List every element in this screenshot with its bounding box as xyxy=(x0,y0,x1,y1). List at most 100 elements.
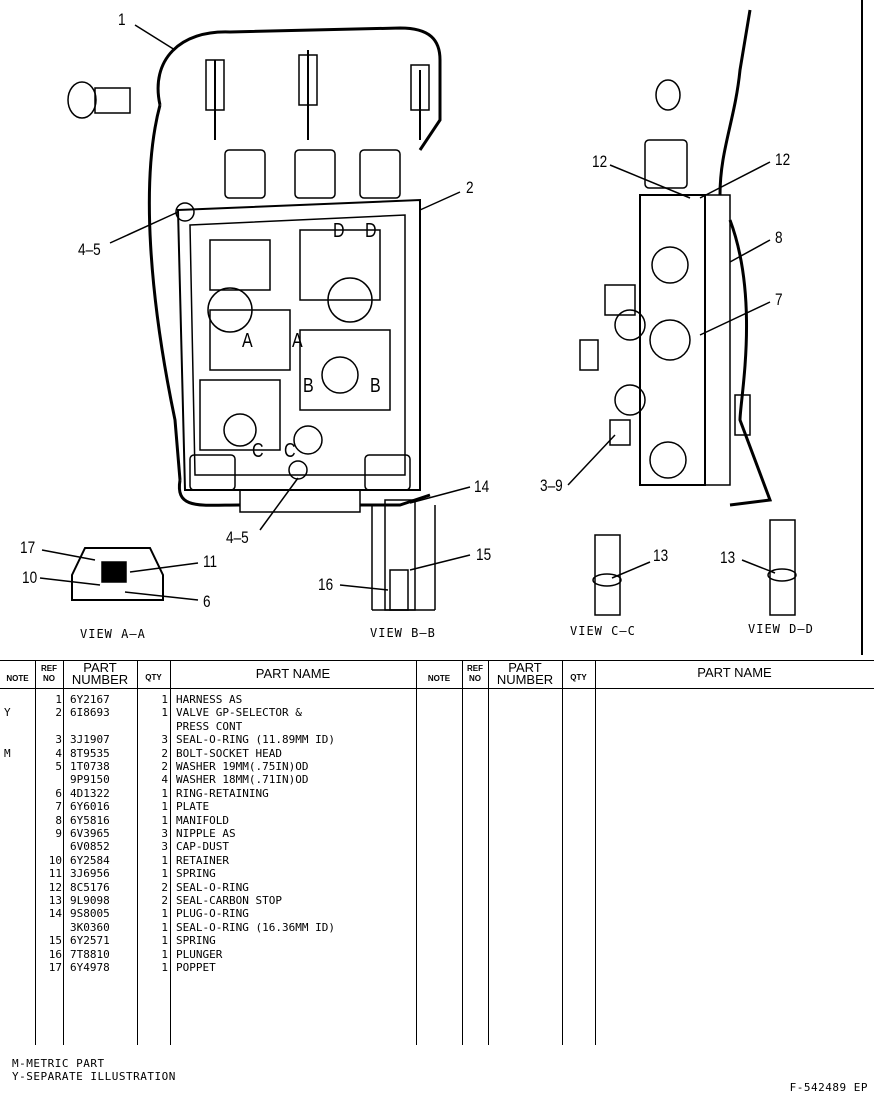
header-qty-right: QTY xyxy=(570,673,587,682)
row-qty: 1 xyxy=(161,920,168,934)
row-ref-no: 13 xyxy=(48,894,62,907)
row-part-name: PLUNGER xyxy=(176,947,223,961)
callout-11: 11 xyxy=(203,552,218,571)
section-label-d-left: D xyxy=(333,220,345,242)
row-qty: 2 xyxy=(161,894,168,907)
row-part-number: 9P9150 xyxy=(70,773,110,787)
row-ref-no: 5 xyxy=(55,760,62,773)
view-label-c-c: VIEW C–C xyxy=(570,624,636,638)
row-qty: 1 xyxy=(161,693,168,706)
row-ref-no: 3 xyxy=(55,733,62,747)
row-qty: 3 xyxy=(161,733,168,747)
row-part-name: SPRING xyxy=(176,934,216,948)
row-part-number: 6Y2167 xyxy=(70,693,110,706)
row-part-number: 6Y5816 xyxy=(70,813,110,827)
table-row: 16 7T8810 1 PLUNGER xyxy=(0,948,416,961)
row-part-name: WASHER 19MM(.75IN)OD xyxy=(176,760,309,773)
callout-12-right: 12 xyxy=(775,150,791,169)
callout-2: 2 xyxy=(466,178,474,197)
view-label-a-a: VIEW A–A xyxy=(80,627,146,641)
row-part-number: 7T8810 xyxy=(70,947,110,961)
row-part-name: SEAL-O-RING xyxy=(176,880,249,894)
row-part-name: PLUG-O-RING xyxy=(176,907,249,921)
row-part-name: HARNESS AS xyxy=(176,693,243,706)
view-label-b-b: VIEW B–B xyxy=(370,626,436,640)
row-qty: 1 xyxy=(161,813,168,827)
row-ref-no: 9 xyxy=(55,827,62,840)
callout-12-left: 12 xyxy=(592,152,608,171)
callout-8: 8 xyxy=(775,228,783,247)
row-part-number: 6V3965 xyxy=(70,827,110,840)
row-part-name: RING-RETAINING xyxy=(176,786,269,800)
callout-7: 7 xyxy=(775,290,783,309)
header-note-left: NOTE xyxy=(6,674,29,683)
row-part-number: 6I8693 xyxy=(70,706,110,720)
header-part-number-right: PART NUMBER xyxy=(496,660,554,687)
row-part-name: CAP-DUST xyxy=(176,840,229,854)
row-qty: 1 xyxy=(161,961,168,974)
callout-4-5-bottom: 4–5 xyxy=(226,528,249,547)
callout-4-5-top: 4–5 xyxy=(78,240,101,259)
row-qty: 3 xyxy=(161,827,168,840)
row-part-name: NIPPLE AS xyxy=(176,827,236,840)
table-row: 1 6Y2167 1 HARNESS AS xyxy=(0,693,416,706)
row-ref-no: 4 xyxy=(55,746,62,760)
callout-10: 10 xyxy=(22,568,38,587)
section-label-c-left: C xyxy=(252,440,264,462)
section-label-d-right: D xyxy=(365,220,377,242)
row-part-name: VALVE GP-SELECTOR & xyxy=(176,706,302,720)
row-ref-no: 1 xyxy=(55,693,62,706)
header-ref-right: REF NO xyxy=(467,664,483,683)
row-part-number: 6Y4978 xyxy=(70,961,110,974)
row-part-name: SEAL-O-RING (16.36MM ID) xyxy=(176,920,335,934)
row-qty: 2 xyxy=(161,760,168,773)
row-qty: 2 xyxy=(161,746,168,760)
row-part-number: 9S8005 xyxy=(70,907,110,921)
callout-17: 17 xyxy=(20,538,36,557)
row-ref-no: 15 xyxy=(48,934,62,948)
row-ref-no: 8 xyxy=(55,813,62,827)
row-part-number: 4D1322 xyxy=(70,786,110,800)
row-part-number: 1T0738 xyxy=(70,760,110,773)
row-part-name: SEAL-O-RING (11.89MM ID) xyxy=(176,733,335,747)
row-ref-no: 16 xyxy=(48,947,62,961)
callout-14: 14 xyxy=(474,477,490,496)
row-part-number: 3J6956 xyxy=(70,867,110,881)
header-qty-left: QTY xyxy=(145,673,162,682)
row-qty: 2 xyxy=(161,880,168,894)
callout-15: 15 xyxy=(476,545,492,564)
section-label-a-right: A xyxy=(292,330,303,352)
row-part-name: WASHER 18MM(.71IN)OD xyxy=(176,773,309,787)
row-qty: 1 xyxy=(161,853,168,867)
header-part-number-left: PART NUMBER xyxy=(71,660,129,687)
section-label-a-left: A xyxy=(242,330,253,352)
row-qty: 1 xyxy=(161,786,168,800)
row-qty: 1 xyxy=(161,706,168,720)
footnote-separate-illustration: Y-SEPARATE ILLUSTRATION xyxy=(12,1070,176,1083)
row-note: Y xyxy=(4,706,11,720)
row-ref-no: 7 xyxy=(55,800,62,814)
callout-3-9: 3–9 xyxy=(540,476,563,495)
exploded-view-illustration xyxy=(39,0,863,655)
section-label-b-left: B xyxy=(303,375,314,397)
table-row: PRESS CONT xyxy=(0,720,416,733)
row-part-name: POPPET xyxy=(176,961,216,974)
row-note: M xyxy=(4,746,11,760)
row-qty: 1 xyxy=(161,947,168,961)
parts-table: NOTE REF NO PART NUMBER QTY PART NAME NO… xyxy=(0,660,874,1045)
callout-16: 16 xyxy=(318,575,334,594)
row-part-name: PLATE xyxy=(176,800,210,814)
row-part-name: BOLT-SOCKET HEAD xyxy=(176,746,282,760)
